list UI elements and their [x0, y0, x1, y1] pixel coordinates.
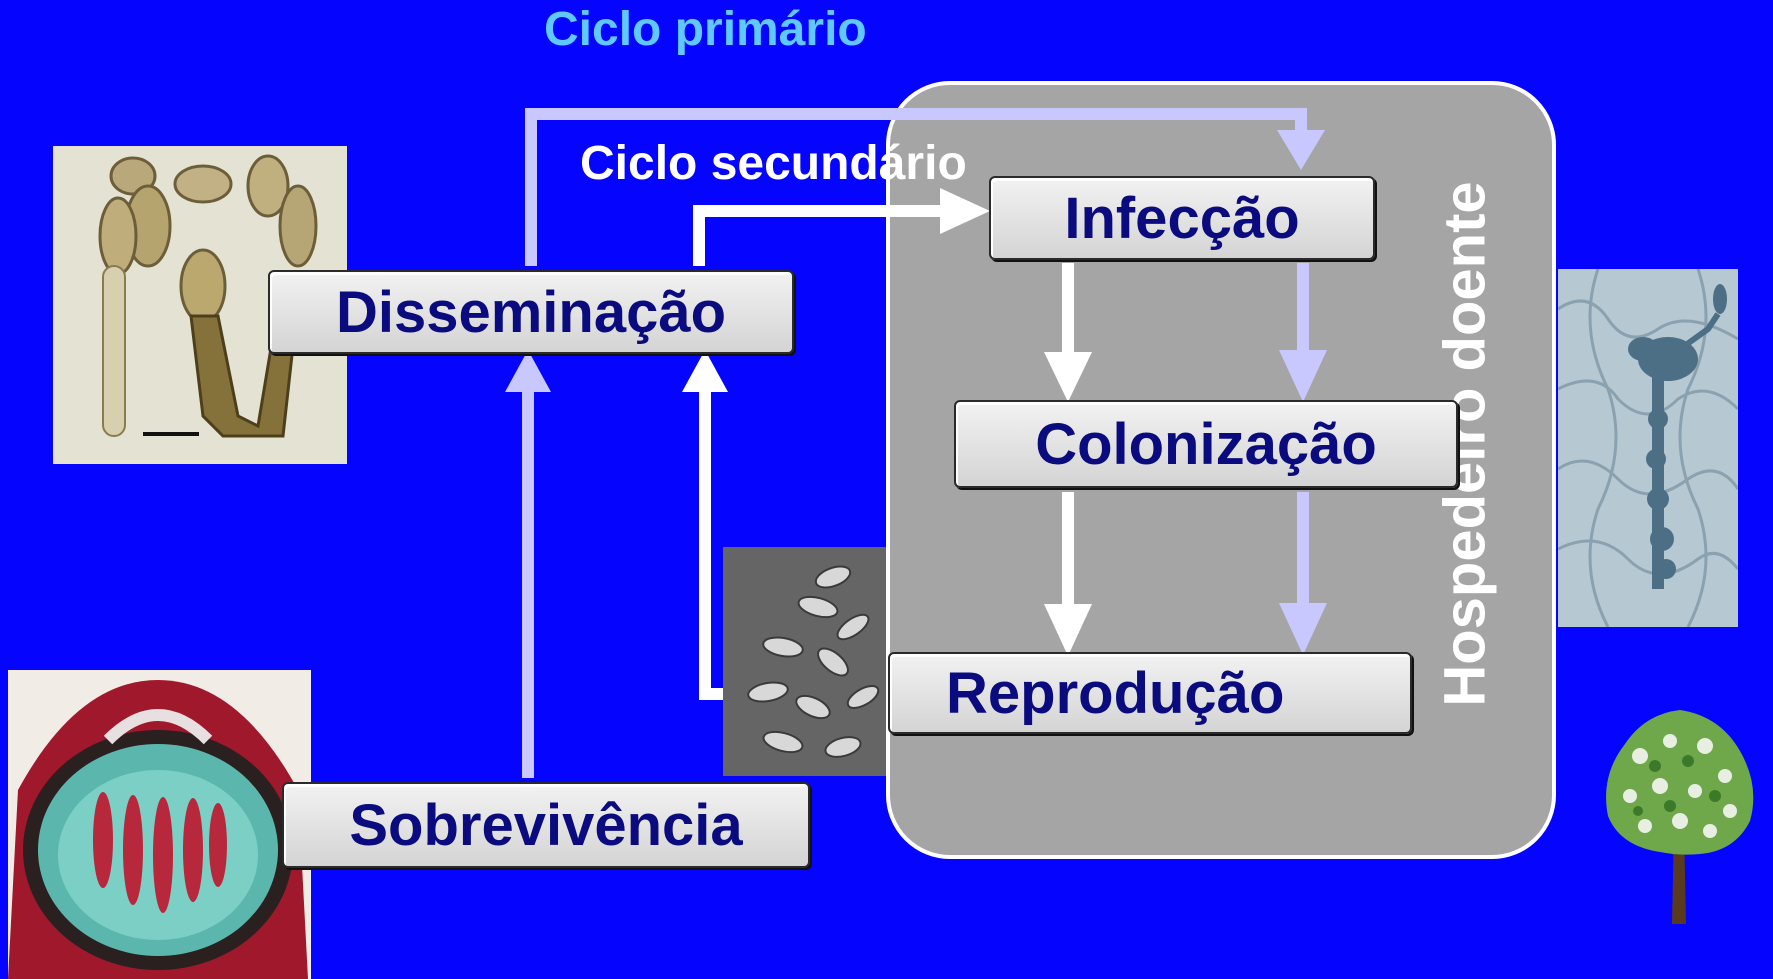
dissemination-box: Disseminação: [268, 270, 794, 354]
tree-icon: [1600, 706, 1760, 926]
sem-conidia-micrograph: [723, 547, 891, 776]
colonization-box: Colonização: [954, 400, 1458, 488]
reproduction-box: Reprodução: [888, 652, 1412, 734]
fruiting-body-cross-section: [8, 670, 311, 979]
dissemination-to-infection-arrow: [693, 205, 950, 266]
survival-box: Sobrevivência: [282, 782, 810, 868]
dissemination-label: Disseminação: [335, 279, 727, 345]
reproduction-label: Reprodução: [946, 660, 1285, 726]
reproduction-to-dissemination-arrow: [699, 385, 723, 700]
hyphae-on-leaf-micrograph: [1558, 269, 1738, 627]
secondary-cycle-arrows: [693, 205, 1074, 700]
secondary-cycle-title: Ciclo secundário: [580, 137, 967, 190]
survival-label: Sobrevivência: [349, 792, 743, 858]
primary-cycle-title: Ciclo primário: [544, 3, 867, 56]
infection-box: Infecção: [989, 176, 1375, 260]
colonization-label: Colonização: [1035, 411, 1377, 477]
infection-label: Infecção: [1064, 185, 1300, 251]
